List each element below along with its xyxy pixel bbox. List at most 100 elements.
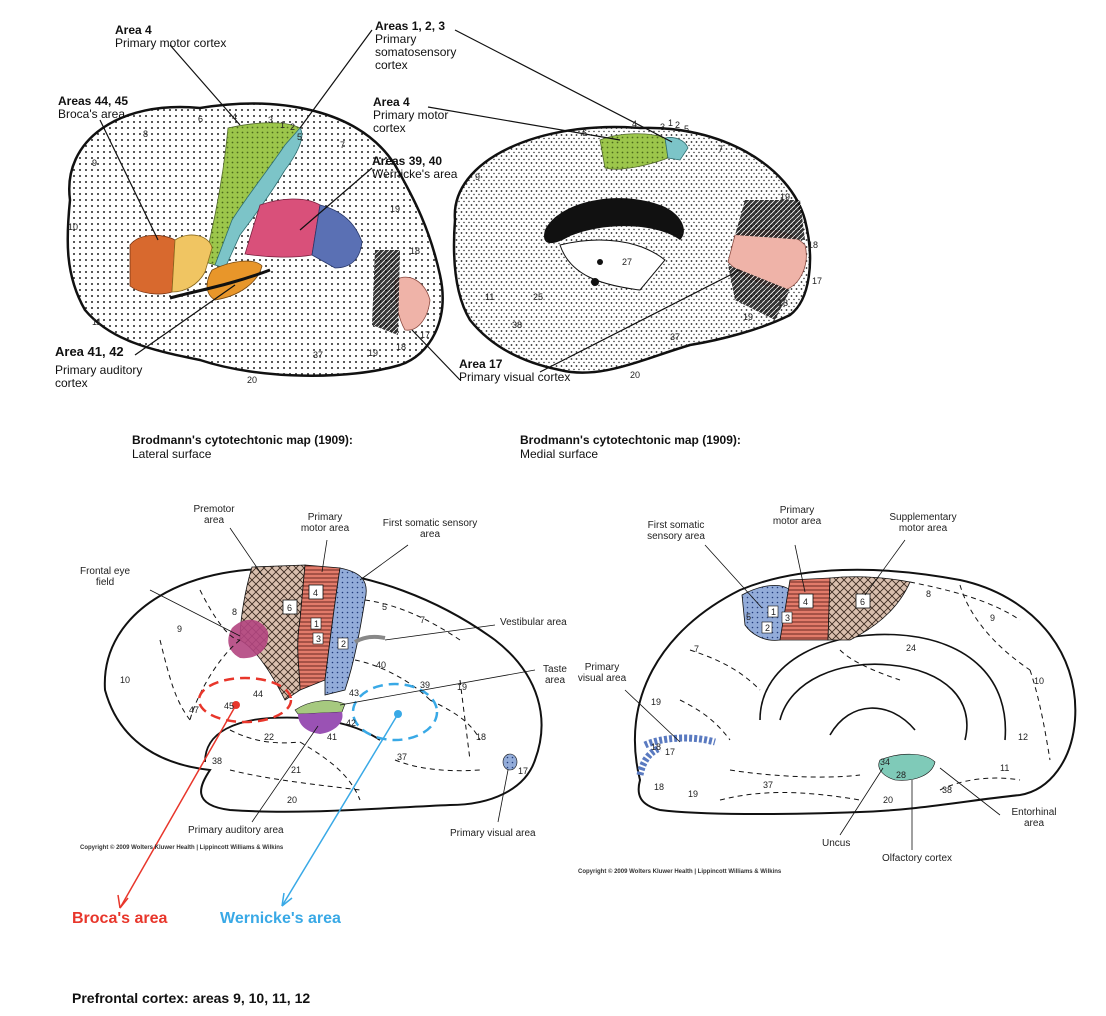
copyright-lateral: Copyright © 2009 Wolters Kluwer Health |… — [80, 845, 284, 851]
med-num: 1 — [668, 118, 673, 128]
med2-boundaries — [679, 581, 1051, 801]
med2-num: 2 — [765, 623, 770, 633]
lat2-num: 39 — [420, 680, 430, 690]
area-44-region — [129, 234, 176, 295]
lat2-num: 47 — [189, 705, 199, 715]
ptr-med2-somatic — [704, 544, 763, 609]
cingulate-outer — [759, 633, 1007, 741]
label-area123-desc1: Primary — [375, 32, 417, 46]
label-area17-desc: Primary visual cortex — [459, 370, 571, 384]
lat2-numbers: 6 4 1 3 2 5 7 8 9 10 40 43 39 19 44 45 4… — [120, 588, 528, 805]
area-18-hatch-lateral — [372, 250, 400, 335]
med2-num: 10 — [1034, 676, 1044, 686]
pointer-area4 — [169, 44, 241, 126]
med2-num: 11 — [1000, 763, 1009, 773]
caption-lateral-title: Brodmann's cytotechtonic map (1909): — [132, 433, 353, 447]
lat-num: 8 — [143, 129, 148, 139]
med2-num: 12 — [1018, 732, 1028, 742]
med-num: 5 — [684, 124, 689, 134]
label-medial-area4: Area 4 Primary motor cortex — [373, 96, 448, 135]
ptr-med2-entorhinal — [939, 767, 1001, 816]
top-medial-brain: 4 3 1 2 5 6 7 9 19 18 17 27 11 38 37 20 … — [411, 29, 822, 381]
lat2-num: 45 — [224, 701, 234, 711]
label-med2-uncus: Uncus — [822, 838, 851, 849]
med-num: 6 — [582, 128, 587, 138]
ptr-motor — [321, 539, 328, 573]
label-area123-desc3: cortex — [375, 58, 408, 72]
lat-num: 19 — [368, 348, 378, 358]
lat2-num: 6 — [287, 603, 292, 613]
lat2-num: 43 — [349, 688, 359, 698]
label-med2-entorhinal: Entorhinal area — [1011, 807, 1057, 829]
label-med2-primary-visual: Primary visual area — [577, 662, 627, 684]
label-medial-area4-desc2: cortex — [373, 121, 406, 135]
med2-num: 7 — [694, 644, 699, 654]
lat2-num: 7 — [420, 615, 425, 625]
label-area3940-desc: Wernicke's area — [372, 167, 458, 181]
label-med2-first-somatic: First somatic sensory area — [647, 520, 705, 542]
label-area123-title: Areas 1, 2, 3 — [375, 19, 446, 33]
med2-num: 28 — [896, 770, 906, 780]
lat2-num: 4 — [313, 588, 318, 598]
bottom-medial-brain: 1 2 3 4 6 5 8 9 7 24 10 19 18 17 18 12 1… — [624, 539, 1077, 850]
label-area4445: Areas 44, 45 Broca's area — [58, 95, 128, 121]
med-num: 27 — [622, 257, 632, 267]
lat-num: 18 — [410, 246, 420, 256]
lat2-boundaries — [159, 589, 481, 801]
lat2-num: 42 — [346, 718, 356, 728]
wernicke-arrow-line — [281, 713, 399, 907]
ptr-med2-visual — [624, 689, 681, 743]
label-area4: Area 4 Primary motor cortex — [115, 24, 226, 50]
lat2-num: 44 — [253, 689, 263, 699]
ptr-med2-motor — [794, 544, 806, 593]
med2-num: 5 — [746, 612, 751, 622]
lat-num: 37 — [313, 350, 323, 360]
lat2-num: 38 — [212, 756, 222, 766]
med2-num: 4 — [803, 597, 808, 607]
med2-box-3 — [781, 611, 793, 624]
med-num: 20 — [630, 370, 640, 380]
pointer-medial-area123 — [454, 29, 673, 143]
label-area4-title: Area 4 — [115, 23, 152, 37]
label-area4142-desc2: cortex — [55, 376, 88, 390]
med2-num: 19 — [688, 789, 698, 799]
med-num: 11 — [485, 292, 494, 302]
medial-area-18-hatch-top — [735, 200, 805, 240]
lat2-num: 18 — [476, 732, 486, 742]
auditory-region — [298, 712, 343, 734]
label-premotor: Premotor area — [193, 504, 235, 526]
ptr-med2-uncus — [839, 767, 884, 836]
ptr-auditory — [251, 725, 319, 823]
label-medial-area4-desc1: Primary motor — [373, 108, 449, 122]
lat2-num: 21 — [291, 765, 301, 775]
med-num: 19 — [743, 312, 753, 322]
med-num: 38 — [512, 320, 522, 330]
copyright-medial: Copyright © 2009 Wolters Kluwer Health |… — [578, 869, 782, 875]
medial-dot — [597, 259, 603, 265]
med2-num: 18 — [654, 782, 664, 792]
label-area17-title: Area 17 — [459, 357, 503, 371]
frontal-eye-field-region — [228, 619, 269, 659]
label-primary-motor: Primary motor area — [300, 512, 350, 534]
lat-num: 17 — [420, 330, 430, 340]
pointer-medial-area17 — [539, 269, 741, 373]
first-somatic-region — [324, 567, 367, 696]
caption-lateral: Brodmann's cytotechtonic map (1909): Lat… — [132, 433, 353, 461]
med2-box-1 — [767, 605, 779, 618]
cingulate-inner — [779, 663, 968, 741]
med2-num: 3 — [785, 613, 790, 623]
lat2-num: 22 — [264, 732, 274, 742]
pointer-area123 — [299, 29, 373, 129]
label-wernicke: Wernicke's area — [220, 910, 341, 927]
med-num: 25 — [533, 292, 543, 302]
lat2-num: 40 — [376, 660, 386, 670]
label-area4445-title: Areas 44, 45 — [58, 94, 129, 108]
caption-lateral-sub: Lateral surface — [132, 447, 212, 461]
supplementary-motor-region — [827, 576, 911, 641]
broca-dashed-ellipse — [197, 676, 293, 724]
med2-outline — [633, 568, 1077, 816]
taste-region — [294, 700, 346, 715]
ptr-vestibular — [384, 624, 496, 641]
bottom-lateral-brain: 6 4 1 3 2 5 7 8 9 10 40 43 39 19 44 45 4… — [103, 527, 543, 909]
